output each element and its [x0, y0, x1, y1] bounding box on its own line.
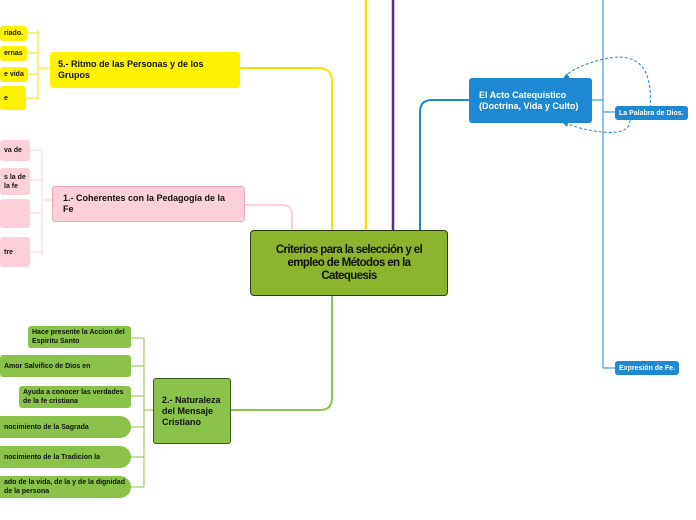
naturaleza-children-bracket	[131, 337, 153, 488]
naturaleza-child-1[interactable]: Hace presente la Accion del Espiritu San…	[28, 326, 131, 348]
ritmo-child-4[interactable]: e	[0, 86, 26, 110]
acto-connector	[419, 99, 469, 230]
naturaleza-child-3[interactable]: Ayuda a conocer las verdades de la fe cr…	[19, 386, 131, 408]
topic-coherentes[interactable]: 1.- Coherentes con la Pedagogía de la Fe	[52, 186, 245, 222]
topic-acto-label: El Acto Catequístico (Doctrina, Vida y C…	[479, 89, 579, 111]
naturaleza-connector	[231, 296, 333, 411]
topic-ritmo[interactable]: 5.- Ritmo de las Personas y de los Grupo…	[50, 52, 240, 88]
naturaleza-child-4[interactable]: nocimiento de la Sagrada	[0, 416, 131, 438]
topic-ritmo-label: 5.- Ritmo de las Personas y de los Grupo…	[58, 59, 204, 80]
coherentes-child-1[interactable]: va de	[0, 140, 30, 161]
ritmo-connector	[240, 67, 333, 230]
topic-coherentes-label: 1.- Coherentes con la Pedagogía de la Fe	[63, 193, 226, 214]
naturaleza-child-5[interactable]: nocimiento de la Tradicion la	[0, 446, 131, 468]
coherentes-child-2[interactable]: s la de la fe	[0, 168, 30, 195]
dashed-relation-top	[561, 56, 651, 109]
coherentes-connector	[245, 204, 293, 230]
topic-naturaleza[interactable]: 2.- Naturaleza del Mensaje Cristiano	[153, 378, 231, 444]
coherentes-children-bracket	[30, 149, 52, 255]
acto-child-expresion[interactable]: Expresión de Fe.	[615, 361, 680, 375]
ritmo-child-1[interactable]: riado.	[0, 26, 28, 41]
naturaleza-child-6[interactable]: ado de la vida, de la y de la dignidad d…	[0, 476, 131, 498]
acto-child-palabra[interactable]: La Palabra de Dios.	[615, 106, 688, 120]
coherentes-child-3[interactable]	[0, 199, 30, 228]
ritmo-children-bracket	[26, 30, 50, 100]
topic-naturaleza-label: 2.- Naturaleza del Mensaje Cristiano	[162, 394, 221, 427]
central-topic[interactable]: Criterios para la selección y el empleo …	[250, 230, 448, 296]
ritmo-child-2[interactable]: ernas	[0, 46, 27, 61]
coherentes-child-4[interactable]: tre	[0, 237, 30, 267]
ritmo-child-3[interactable]: e vida	[0, 67, 28, 82]
topic-acto[interactable]: El Acto Catequístico (Doctrina, Vida y C…	[469, 78, 592, 123]
acto-children-line	[592, 0, 615, 369]
naturaleza-child-2[interactable]: Amor Salvifico de Dios en	[0, 355, 131, 377]
